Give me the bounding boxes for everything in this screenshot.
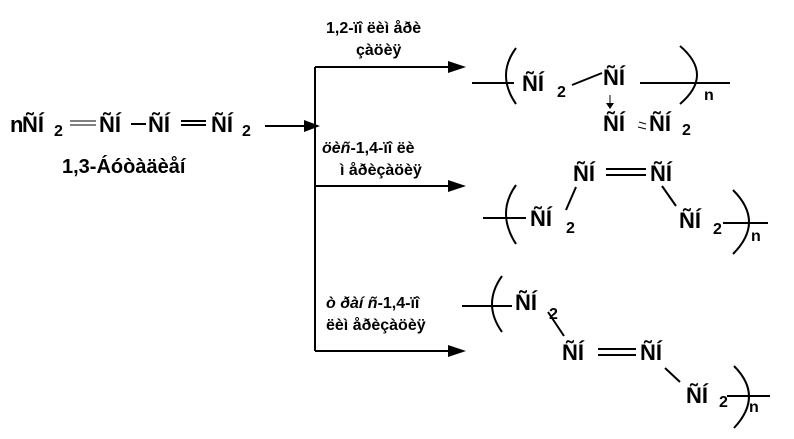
p3-group-ch-1: ÑÍ	[562, 340, 584, 365]
reaction-3-label-line2: ëèì åðèçàöèÿ	[326, 317, 426, 334]
branch-arrow-2-head	[448, 180, 466, 192]
reaction-2-label-line2: ì åðèçàöèÿ	[340, 162, 422, 179]
p2-group-ch-1: ÑÍ	[573, 161, 595, 186]
p3-group-ch2-right: ÑÍ	[686, 383, 708, 408]
p2-subscript-1: 2	[566, 220, 575, 237]
p3-group-ch2-left: ÑÍ	[515, 290, 537, 315]
branch-arrow-1-head	[448, 61, 466, 73]
p3-group-ch-2: ÑÍ	[640, 340, 662, 365]
reaction-2-isomer-prefix: öèñ	[322, 140, 351, 157]
p3-bracket-left	[491, 275, 503, 333]
p3-subscript-2: 2	[719, 394, 728, 411]
monomer-subscript-2: 2	[242, 123, 251, 140]
p2-repeat-n: n	[751, 228, 761, 245]
monomer-group-ch2-1: ÑÍ	[22, 112, 44, 137]
p1-repeat-n: n	[704, 87, 714, 104]
monomer-group-ch-2: ÑÍ	[148, 112, 170, 137]
p1-small-arrow-head	[606, 103, 614, 109]
monomer-name: 1,3-Áóòàäèåí	[62, 156, 186, 178]
p1-group-vinyl-ch: ÑÍ	[603, 111, 625, 136]
monomer-coefficient: n	[10, 112, 24, 137]
reaction-3-label-rest: -1,4-ïî	[377, 295, 420, 312]
main-arrow-head	[304, 120, 320, 132]
reaction-3-label-line1: ò ðàí ñ-1,4-ïî	[326, 296, 419, 312]
p3-subscript-1: 2	[549, 306, 558, 323]
monomer-subscript-1: 2	[54, 123, 63, 140]
p3-bond-ch-ch2	[664, 367, 681, 383]
p2-subscript-2: 2	[713, 221, 722, 238]
reaction-2-label-rest: -1,4-ïî ëè	[350, 140, 415, 157]
p2-group-ch2-left: ÑÍ	[530, 206, 552, 231]
p2-group-ch-2: ÑÍ	[650, 161, 672, 186]
branch-arrow-3-head	[448, 345, 466, 357]
p2-bond-ch-ch2	[661, 185, 677, 207]
p2-group-ch2-right: ÑÍ	[679, 208, 701, 233]
p3-bracket-right	[733, 365, 750, 429]
p1-subscript-1: 2	[557, 84, 566, 101]
reaction-1-label-line2: çàöèÿ	[356, 42, 402, 59]
p1-bracket-right	[679, 45, 698, 105]
p2-bracket-left	[505, 184, 517, 245]
reaction-2-label-line1: öèñ-1,4-ïî ëè	[322, 141, 414, 157]
p1-subscript-2: 2	[682, 122, 691, 139]
reaction-1-label-line1: 1,2-ïî ëèì åðè	[326, 20, 422, 37]
monomer-group-ch-1: ÑÍ	[99, 112, 121, 137]
p1-group-ch: ÑÍ	[603, 65, 625, 90]
p1-vinyl-bond-a	[638, 121, 647, 125]
p1-bracket-left	[505, 47, 517, 105]
p1-vinyl-bond-b	[637, 126, 647, 130]
p2-bracket-right	[732, 189, 750, 255]
p1-group-ch2: ÑÍ	[522, 71, 544, 96]
p1-group-vinyl-ch2: ÑÍ	[649, 111, 671, 136]
p3-bond-ch2-ch	[547, 311, 565, 337]
p2-bond-ch2-ch	[565, 186, 577, 211]
monomer-group-ch2-2: ÑÍ	[211, 112, 233, 137]
reaction-3-isomer-prefix: ò ðàí ñ	[326, 295, 378, 312]
p3-repeat-n: n	[749, 399, 759, 416]
p1-bond-ch2-ch	[571, 72, 603, 86]
